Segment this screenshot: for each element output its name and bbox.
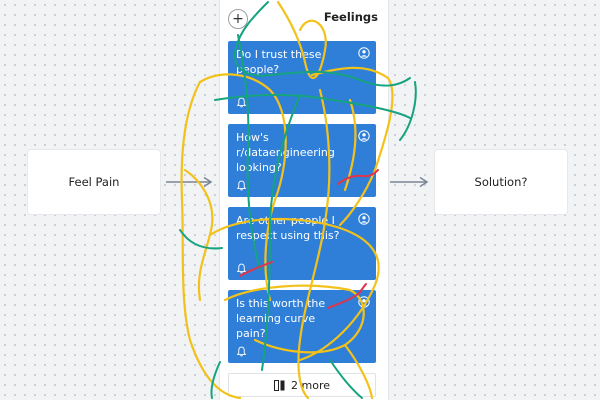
feelings-column: + Feelings Do I trust these people? How'…: [220, 0, 388, 400]
bell-icon[interactable]: [236, 346, 247, 357]
plus-icon: +: [232, 11, 244, 27]
card[interactable]: Do I trust these people?: [228, 41, 376, 114]
arrow-right-icon: [390, 176, 429, 188]
show-more-button[interactable]: 2 more: [228, 373, 376, 397]
flow-node-solution[interactable]: Solution?: [435, 150, 567, 214]
bell-icon[interactable]: [236, 263, 247, 274]
bell-icon[interactable]: [236, 180, 247, 191]
card-text: Is this worth the learning curve pain?: [236, 297, 326, 340]
card[interactable]: How's r/dataengineering looking?: [228, 124, 376, 197]
bell-icon[interactable]: [236, 97, 247, 108]
node-label: Solution?: [474, 175, 528, 189]
card-text: How's r/dataengineering looking?: [236, 131, 335, 174]
node-label: Feel Pain: [68, 175, 120, 189]
card[interactable]: Are other people I respect using this?: [228, 207, 376, 280]
card-text: Are other people I respect using this?: [236, 214, 340, 242]
column-title: Feelings: [323, 10, 378, 24]
add-card-button[interactable]: +: [228, 9, 248, 29]
card-text: Do I trust these people?: [236, 48, 322, 76]
flow-node-feel-pain[interactable]: Feel Pain: [28, 150, 160, 214]
column-header: + Feelings: [220, 0, 388, 36]
arrow-right-icon: [166, 176, 213, 188]
card[interactable]: Is this worth the learning curve pain?: [228, 290, 376, 363]
person-icon[interactable]: [358, 130, 370, 142]
person-icon[interactable]: [358, 47, 370, 59]
show-more-label: 2 more: [291, 378, 330, 392]
person-icon[interactable]: [358, 213, 370, 225]
grid-icon: [274, 379, 285, 391]
person-icon[interactable]: [358, 296, 370, 308]
